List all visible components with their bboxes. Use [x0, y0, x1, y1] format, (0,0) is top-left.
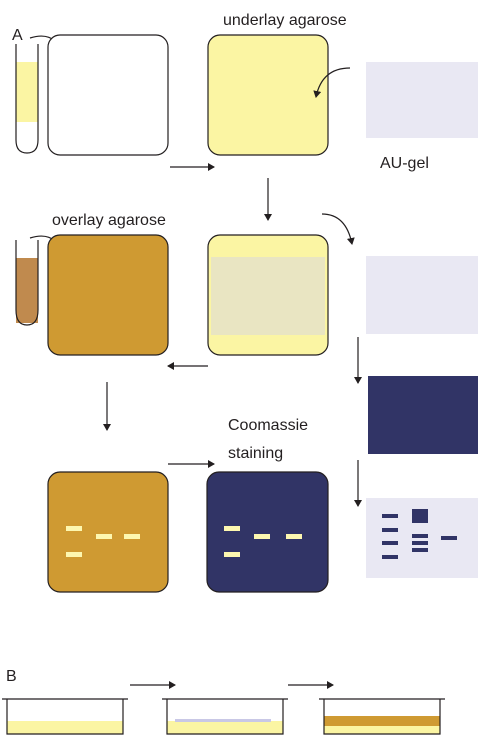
overlay-label: overlay agarose	[52, 212, 166, 229]
stained-zymogram-tray	[206, 471, 329, 593]
stain-label-line2: staining	[228, 445, 283, 462]
empty-tray	[47, 34, 169, 156]
zymogram-bands	[66, 526, 140, 557]
band	[382, 514, 398, 518]
side-view-underlay	[2, 698, 128, 735]
band	[286, 534, 302, 539]
tube-overlay-outline	[15, 240, 39, 326]
side-underlay-layer	[7, 721, 123, 734]
band	[124, 534, 140, 539]
band	[254, 534, 270, 539]
underlay-tray	[207, 34, 329, 156]
au-gel-after-run	[366, 256, 478, 334]
band	[66, 552, 82, 557]
band	[96, 534, 112, 539]
side-tray-2	[166, 699, 284, 735]
panel-a-label: A	[12, 27, 23, 44]
tube-underlay	[15, 44, 39, 154]
band	[224, 526, 240, 531]
band	[412, 541, 428, 545]
tube-overlay	[15, 240, 39, 326]
band	[412, 548, 428, 552]
band	[382, 555, 398, 559]
au-gel	[366, 62, 478, 138]
side-view-gel	[162, 698, 288, 735]
au-gel-label: AU-gel	[380, 155, 429, 172]
side-underlay-layer-3	[324, 726, 440, 734]
gel-on-underlay	[211, 257, 325, 335]
gel-place-arrow	[313, 67, 351, 98]
zymogram-tray	[47, 471, 169, 593]
tube-underlay-outline	[15, 44, 39, 154]
side-view-overlay	[319, 698, 445, 735]
side-overlay-layer	[324, 716, 440, 726]
band	[441, 536, 457, 540]
band	[66, 526, 82, 531]
tube-underlay-fill	[16, 62, 38, 122]
panel-b-label: B	[6, 668, 17, 685]
destained-gel-bands	[382, 509, 457, 559]
stained-zymogram-bands	[224, 526, 302, 557]
overlay-tray	[47, 234, 169, 356]
side-gel-layer	[175, 719, 271, 722]
side-tray-1	[6, 699, 124, 735]
band	[382, 528, 398, 532]
stain-label-line1: Coomassie	[228, 417, 308, 434]
band	[382, 541, 398, 545]
band	[412, 534, 428, 538]
gel-transfer-arrow	[321, 213, 355, 245]
side-underlay-layer-2	[167, 721, 283, 734]
underlay-label: underlay agarose	[223, 12, 347, 29]
stained-gel	[368, 376, 478, 454]
band	[412, 509, 428, 523]
side-tray-3	[323, 699, 441, 735]
band	[224, 552, 240, 557]
tube-overlay-fill	[16, 258, 38, 323]
